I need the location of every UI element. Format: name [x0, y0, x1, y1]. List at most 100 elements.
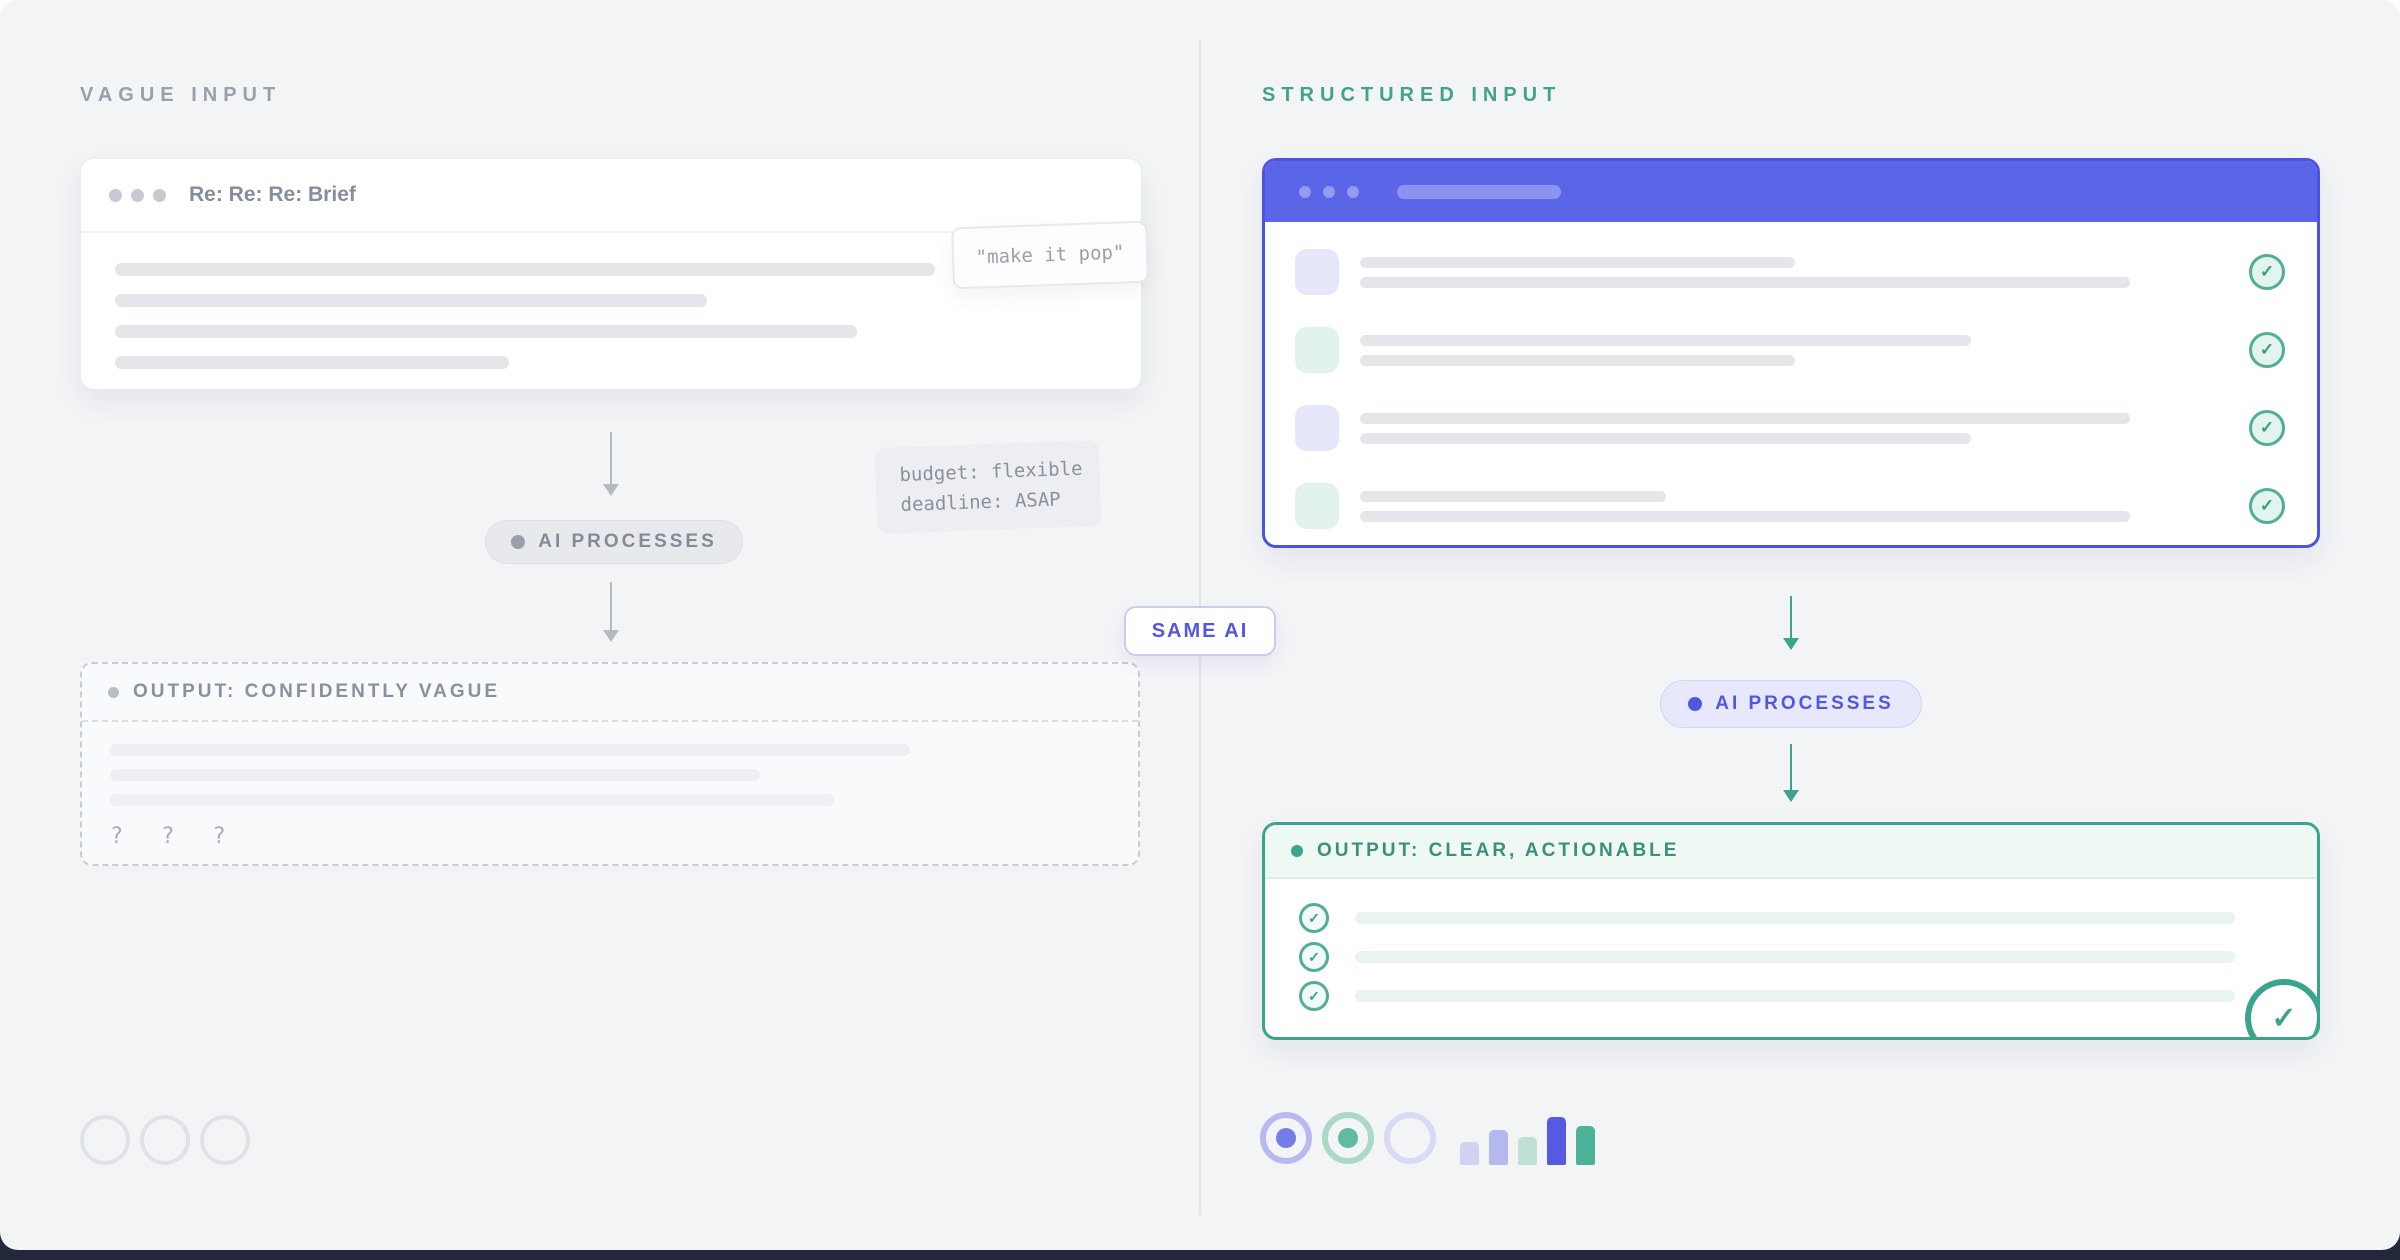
- clear-row: ✓: [1299, 903, 2317, 933]
- ghost-circle: [140, 1115, 190, 1165]
- brief-card-title: Re: Re: Re: Brief: [189, 183, 356, 206]
- lavender-tile: [1295, 249, 1339, 295]
- budget-note-card: budget: flexible deadline: ASAP: [874, 440, 1102, 534]
- radio-indicator: [1322, 1112, 1374, 1164]
- vague-output-card: OUTPUT: CONFIDENTLY VAGUE ???: [80, 662, 1140, 866]
- skeleton-bar: [110, 769, 760, 781]
- row-bars: [1360, 490, 2237, 522]
- clear-row: ✓: [1299, 981, 2317, 1011]
- down-arrow-icon: [1783, 744, 1799, 802]
- clear-output-header: OUTPUT: CLEAR, ACTIONABLE: [1265, 825, 2317, 879]
- skeleton-bar: [115, 325, 857, 338]
- lavender-tile: [1295, 405, 1339, 451]
- structured-card-header: [1265, 161, 2317, 222]
- status-dot-icon: [1688, 697, 1703, 711]
- skeleton-bar: [110, 794, 834, 806]
- radio-dot: [1338, 1128, 1358, 1148]
- check-circle-icon: ✓: [2249, 410, 2285, 446]
- clear-output-title: OUTPUT: CLEAR, ACTIONABLE: [1317, 840, 1680, 861]
- clear-row: ✓: [1299, 942, 2317, 972]
- structured-input-card: ✓ ✓ ✓ ✓: [1262, 158, 2320, 548]
- question-mark-icon: ?: [110, 824, 124, 849]
- check-circle-icon: ✓: [1299, 942, 1329, 972]
- skeleton-bar: [1360, 354, 1795, 366]
- mini-bar-chart: [1460, 1117, 1595, 1165]
- big-check-icon: ✓: [2245, 979, 2317, 1037]
- skeleton-bar: [1360, 510, 2130, 522]
- structured-row: ✓: [1295, 405, 2285, 451]
- window-dot-icon: [1347, 185, 1359, 198]
- skeleton-bar: [1360, 334, 1971, 346]
- radio-dot: [1276, 1128, 1296, 1148]
- vague-output-header: OUTPUT: CONFIDENTLY VAGUE: [82, 664, 1138, 722]
- skeleton-bar: [1355, 990, 2235, 1002]
- row-bars: [1360, 412, 2237, 444]
- skeleton-bar: [1355, 912, 2235, 924]
- skeleton-bar: [1360, 256, 1795, 268]
- status-dot-icon: [511, 535, 526, 549]
- structured-input-label: STRUCTURED INPUT: [1262, 84, 1562, 106]
- radio-indicator: [1384, 1112, 1436, 1164]
- window-dot-icon: [153, 188, 166, 202]
- ghost-circle: [200, 1115, 250, 1165]
- window-dot-icon: [1323, 185, 1335, 198]
- row-bars: [1360, 256, 2237, 288]
- mint-tile: [1295, 483, 1339, 529]
- ai-processes-label: AI PROCESSES: [1715, 693, 1894, 714]
- address-bar-placeholder: [1397, 184, 1561, 199]
- mini-bar: [1460, 1142, 1479, 1165]
- vague-output-title: OUTPUT: CONFIDENTLY VAGUE: [133, 681, 501, 702]
- skeleton-bar: [1360, 412, 2130, 424]
- tooltip-text: "make it pop": [975, 241, 1125, 269]
- mini-bar: [1547, 1117, 1566, 1165]
- ghost-circle-group: [80, 1115, 250, 1165]
- skeleton-bar: [1360, 432, 1971, 444]
- structured-row: ✓: [1295, 249, 2285, 295]
- skeleton-bar: [1360, 490, 1666, 502]
- structured-row: ✓: [1295, 327, 2285, 373]
- status-dot-icon: [1291, 845, 1303, 857]
- mint-tile: [1295, 327, 1339, 373]
- question-marks: ???: [82, 806, 1138, 849]
- question-mark-icon: ?: [161, 824, 175, 849]
- mini-bar: [1489, 1130, 1508, 1165]
- note-line: budget: flexible: [899, 457, 1083, 487]
- skeleton-bar: [115, 294, 707, 307]
- radio-indicator-group: [1260, 1112, 1436, 1164]
- same-ai-badge: SAME AI: [1124, 606, 1276, 656]
- status-dot-icon: [108, 686, 119, 698]
- mini-bar: [1576, 1126, 1595, 1165]
- make-it-pop-tooltip: "make it pop": [950, 220, 1150, 290]
- check-circle-icon: ✓: [2249, 488, 2285, 524]
- note-line: deadline: ASAP: [900, 488, 1062, 517]
- brief-card-bars: [81, 233, 1141, 369]
- row-bars: [1360, 334, 2237, 366]
- window-dot-icon: [109, 188, 122, 202]
- check-circle-icon: ✓: [1299, 981, 1329, 1011]
- structured-row: ✓: [1295, 483, 2285, 529]
- vague-input-label: VAGUE INPUT: [80, 84, 282, 106]
- window-dot-icon: [131, 188, 144, 202]
- skeleton-bar: [1355, 951, 2235, 963]
- brief-card-header: Re: Re: Re: Brief: [81, 159, 1141, 233]
- check-circle-icon: ✓: [2249, 332, 2285, 368]
- down-arrow-icon: [603, 582, 619, 642]
- question-mark-icon: ?: [212, 824, 226, 849]
- vague-output-bars: [82, 722, 1138, 806]
- structured-rows: ✓ ✓ ✓ ✓: [1265, 249, 2317, 529]
- skeleton-bar: [115, 356, 509, 369]
- radio-indicator: [1260, 1112, 1312, 1164]
- skeleton-bar: [115, 263, 935, 276]
- clear-output-card: OUTPUT: CLEAR, ACTIONABLE ✓ ✓ ✓ ✓: [1262, 822, 2320, 1040]
- skeleton-bar: [1360, 276, 2130, 288]
- skeleton-bar: [110, 744, 910, 756]
- down-arrow-icon: [603, 432, 619, 496]
- check-circle-icon: ✓: [1299, 903, 1329, 933]
- mini-bar: [1518, 1137, 1537, 1165]
- down-arrow-icon: [1783, 596, 1799, 650]
- check-circle-icon: ✓: [2249, 254, 2285, 290]
- window-dot-icon: [1299, 185, 1311, 198]
- clear-rows: ✓ ✓ ✓: [1265, 903, 2317, 1011]
- ai-processes-pill-right: AI PROCESSES: [1660, 680, 1922, 728]
